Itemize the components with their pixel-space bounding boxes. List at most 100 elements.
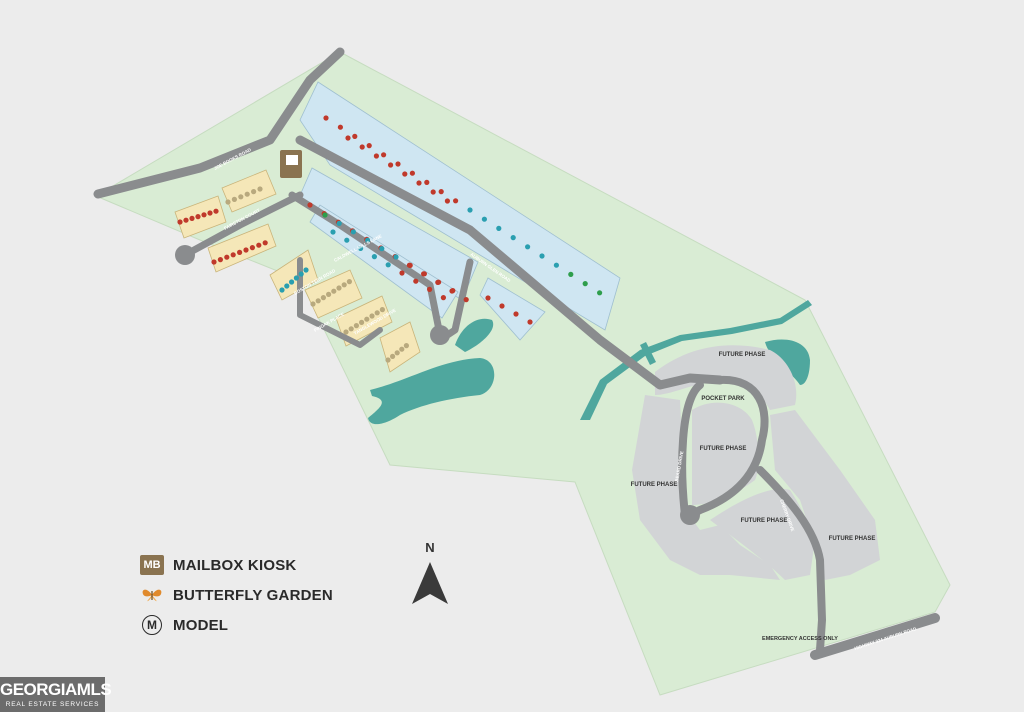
lot-marker[interactable] [403,343,409,349]
lot-marker[interactable] [323,115,329,121]
lot-marker[interactable] [315,298,321,304]
lot-marker[interactable] [527,319,533,325]
lot-marker[interactable] [450,288,456,294]
lot-marker[interactable] [359,144,365,150]
lot-marker[interactable] [353,323,359,329]
lot-marker[interactable] [343,329,349,335]
lot-marker[interactable] [337,124,343,130]
lot-marker[interactable] [298,271,304,277]
lot-marker[interactable] [393,254,399,260]
lot-marker[interactable] [513,311,519,317]
lot-marker[interactable] [385,262,391,268]
lot-marker[interactable] [211,259,217,265]
lot-marker[interactable] [402,171,408,177]
lot-marker[interactable] [336,220,342,226]
lot-marker[interactable] [379,246,385,252]
lot-marker[interactable] [293,275,299,281]
lot-marker[interactable] [416,180,422,186]
lot-marker[interactable] [436,279,442,285]
lot-marker[interactable] [341,282,347,288]
lot-marker[interactable] [385,357,391,363]
lot-marker[interactable] [348,326,354,332]
lot-marker[interactable] [424,179,430,185]
lot-marker[interactable] [366,143,372,149]
lot-marker[interactable] [427,286,433,292]
lot-marker[interactable] [481,216,487,222]
lot-marker[interactable] [330,229,336,235]
lot-marker[interactable] [244,191,250,197]
lot-marker[interactable] [352,133,358,139]
lot-marker[interactable] [374,310,380,316]
lot-marker[interactable] [553,262,560,268]
lot-marker[interactable] [224,254,230,260]
lot-marker[interactable] [256,242,262,248]
lot-marker[interactable] [453,198,459,204]
lot-marker[interactable] [358,245,364,251]
lot-marker[interactable] [225,199,231,205]
lot-marker[interactable] [399,270,405,276]
lot-marker[interactable] [320,295,326,301]
lot-marker[interactable] [413,278,419,284]
lot-marker[interactable] [326,291,332,297]
lot-marker[interactable] [336,285,342,291]
lot-marker[interactable] [510,235,516,241]
lot-marker[interactable] [463,297,469,303]
lot-marker[interactable] [394,350,400,356]
lot-marker[interactable] [440,295,446,301]
lot-marker[interactable] [373,153,379,159]
lot-marker[interactable] [237,249,243,255]
lot-marker[interactable] [407,262,413,268]
lot-marker[interactable] [350,229,356,235]
lot-marker[interactable] [279,287,285,293]
lot-marker[interactable] [364,316,370,322]
lot-marker[interactable] [189,215,195,221]
lot-marker[interactable] [331,288,337,294]
lot-marker[interactable] [201,212,207,218]
lot-marker[interactable] [243,247,249,253]
lot-marker[interactable] [238,194,244,200]
lot-marker[interactable] [257,186,263,192]
lot-marker[interactable] [409,170,415,176]
lot-marker[interactable] [344,237,350,243]
lot-marker[interactable] [195,214,201,220]
lot-marker[interactable] [262,240,268,246]
lot-marker[interactable] [438,189,444,195]
lot-marker[interactable] [251,189,257,195]
lot-marker[interactable] [539,253,545,259]
lot-marker[interactable] [485,295,491,301]
lot-marker[interactable] [388,162,394,168]
lot-marker[interactable] [371,254,377,260]
lot-marker[interactable] [217,257,223,263]
lot-marker[interactable] [399,346,405,352]
lot-marker[interactable] [597,290,603,296]
lot-marker[interactable] [310,301,316,307]
lot-marker[interactable] [231,196,237,202]
lot-marker[interactable] [390,353,396,359]
lot-marker[interactable] [207,210,213,216]
lot-marker[interactable] [568,271,574,277]
lot-marker[interactable] [499,303,505,309]
lot-marker[interactable] [345,135,351,141]
lot-marker[interactable] [359,319,365,325]
lot-marker[interactable] [421,271,427,277]
lot-marker[interactable] [525,244,531,250]
lot-marker[interactable] [177,219,183,225]
lot-marker[interactable] [444,198,450,204]
lot-marker[interactable] [395,161,401,167]
lot-marker[interactable] [381,152,387,158]
lot-marker[interactable] [467,207,473,213]
lot-marker[interactable] [346,279,352,285]
lot-marker[interactable] [322,212,328,218]
lot-marker[interactable] [183,217,189,223]
lot-marker[interactable] [307,202,313,208]
lot-marker[interactable] [430,189,436,195]
lot-marker[interactable] [379,307,385,313]
lot-marker[interactable] [249,245,255,251]
lot-marker[interactable] [365,237,371,243]
lot-marker[interactable] [582,281,588,287]
lot-marker[interactable] [213,208,219,214]
lot-marker[interactable] [230,252,236,258]
lot-marker[interactable] [369,313,375,319]
lot-marker[interactable] [303,267,309,273]
lot-marker[interactable] [284,283,290,289]
